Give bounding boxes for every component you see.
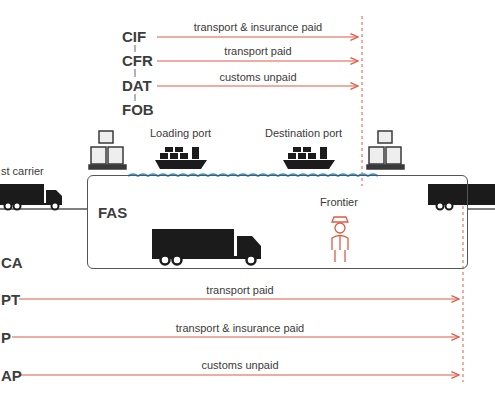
- term-code: P: [1, 330, 11, 345]
- cargo-boxes: [367, 131, 404, 169]
- responsibility-arrow: [157, 37, 358, 86]
- term-code: CFR: [122, 53, 153, 68]
- annotation-label: Destination port: [265, 128, 342, 139]
- truck: [152, 229, 261, 265]
- annotation-label: transport paid: [206, 285, 273, 296]
- annotation-label: customs unpaid: [219, 72, 296, 83]
- truck: [428, 184, 495, 210]
- annotation-label: st carrier: [1, 166, 44, 177]
- annotation-label: transport & insurance paid: [194, 22, 322, 33]
- responsibility-arrow: [12, 299, 459, 375]
- ship: [155, 147, 207, 169]
- cargo-boxes: [89, 131, 126, 169]
- region-label: Frontier: [320, 197, 358, 208]
- annotation-label: transport paid: [224, 46, 291, 57]
- transfer-line: [362, 16, 363, 186]
- term-code: CIF: [122, 29, 146, 44]
- annotation-label: customs unpaid: [201, 360, 278, 371]
- term-code: DAT: [122, 78, 152, 93]
- annotation-label: Loading port: [150, 128, 211, 139]
- transfer-line: [463, 188, 464, 382]
- ship: [283, 147, 335, 169]
- term-code: CA: [1, 255, 23, 270]
- customs-officer: [332, 217, 348, 262]
- term-code: FAS: [98, 205, 127, 220]
- annotation-label: transport & insurance paid: [176, 323, 304, 334]
- term-code: FOB: [122, 102, 154, 117]
- term-code: AP: [1, 368, 22, 383]
- region-box: FAS Frontier: [87, 175, 468, 269]
- truck: [0, 184, 62, 210]
- term-code: PT: [1, 292, 20, 307]
- road: [0, 208, 495, 210]
